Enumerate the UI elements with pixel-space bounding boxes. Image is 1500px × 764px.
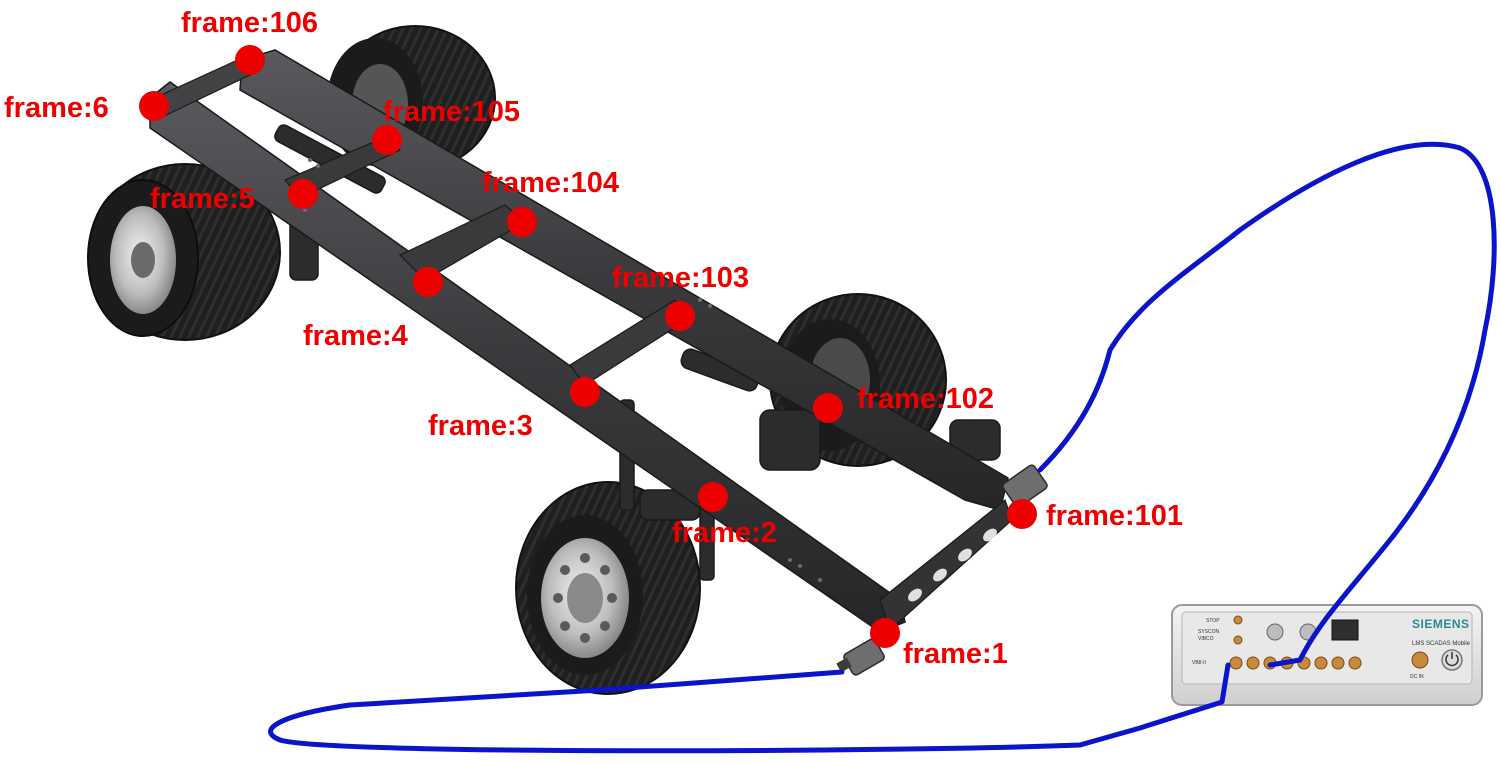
frame-6-marker bbox=[139, 91, 169, 121]
frame-5-marker bbox=[288, 179, 318, 209]
frame-104-label: frame:104 bbox=[482, 167, 619, 199]
daq-model-label: LMS SCADAS Mobile bbox=[1412, 641, 1471, 647]
accelerometer-sensor-rear bbox=[1002, 464, 1048, 508]
daq-brand-label: SIEMENS bbox=[1412, 617, 1470, 631]
daq-syscon-label: SYSCON bbox=[1198, 629, 1220, 635]
frame-2-label: frame:2 bbox=[672, 517, 777, 549]
power-symbol-icon bbox=[1445, 652, 1459, 667]
frame-3-label: frame:3 bbox=[428, 410, 533, 442]
daq-vb8-label: VB8-II bbox=[1192, 660, 1206, 666]
rear-left-wheel bbox=[87, 163, 281, 341]
front-left-wheel bbox=[515, 481, 701, 695]
daq-unit: SIEMENS LMS SCADAS Mobile STOP SYSCON VI… bbox=[1171, 604, 1483, 706]
frame-106-marker bbox=[235, 45, 265, 75]
measurement-points: frame:1 frame:2 frame:3 frame:4 frame:5 frame… bbox=[4, 7, 1183, 670]
frame-101-marker bbox=[1007, 499, 1037, 529]
frame-6-label: frame:6 bbox=[4, 92, 109, 124]
frame-105-marker bbox=[372, 125, 402, 155]
daq-stop-label: STOP bbox=[1206, 618, 1220, 624]
sensor-cables bbox=[268, 141, 1497, 754]
frame-105-label: frame:105 bbox=[383, 96, 520, 128]
frame-103-marker bbox=[665, 301, 695, 331]
accelerometer-sensor-front bbox=[836, 638, 885, 676]
frame-4-marker bbox=[413, 267, 443, 297]
daq-ethernet-port bbox=[1331, 619, 1359, 641]
frame-1-label: frame:1 bbox=[903, 638, 1008, 670]
daq-vibco-label: VIBCO bbox=[1198, 636, 1214, 642]
frame-5-label: frame:5 bbox=[150, 183, 255, 215]
frame-102-label: frame:102 bbox=[857, 383, 994, 415]
cable-rear-sensor bbox=[1037, 141, 1497, 668]
frame-106-label: frame:106 bbox=[181, 7, 318, 39]
cable-front-sensor bbox=[268, 662, 1231, 754]
frame-1-marker bbox=[870, 618, 900, 648]
frame-3-marker bbox=[570, 377, 600, 407]
frame-103-label: frame:103 bbox=[612, 262, 749, 294]
frame-2-marker bbox=[698, 482, 728, 512]
frame-101-label: frame:101 bbox=[1046, 500, 1183, 532]
suspension bbox=[274, 124, 1001, 581]
frame-4-label: frame:4 bbox=[303, 320, 408, 352]
daq-dc-label: DC IN bbox=[1410, 674, 1424, 680]
daq-dc-connector bbox=[1411, 651, 1429, 669]
frame-102-marker bbox=[813, 393, 843, 423]
frame-104-marker bbox=[507, 207, 537, 237]
